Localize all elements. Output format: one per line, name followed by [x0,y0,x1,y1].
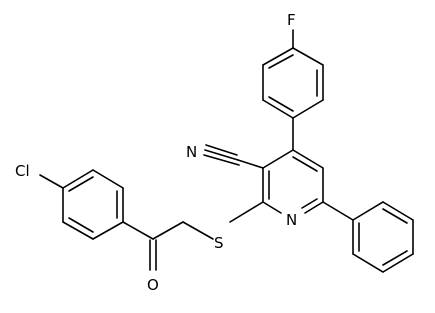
ch2-carbonyl-bond [152,221,184,240]
pyridine-sulfur-bond [229,201,264,223]
pyridine-phenyl-bond [322,201,354,221]
fluorine-label: F [287,11,296,29]
carbonyl-aryl-bond [122,221,154,240]
pyridine-ring [262,149,324,214]
carbonyl-oxygen-label: O [147,276,159,294]
chlorophenyl-ring [62,169,124,240]
c-cl-bond [39,174,64,189]
phenyl-ring [352,201,414,273]
chlorine-label: Cl [15,162,30,180]
nitrile-group [203,144,264,169]
fluorophenyl-ring [262,47,324,119]
sulfur-ch2-bond [182,221,214,240]
nitrile-nitrogen-label: N [186,143,197,161]
sulfur-label: S [214,234,224,252]
carbonyl-group [149,239,157,271]
ring-nitrogen-label: N [286,211,297,229]
